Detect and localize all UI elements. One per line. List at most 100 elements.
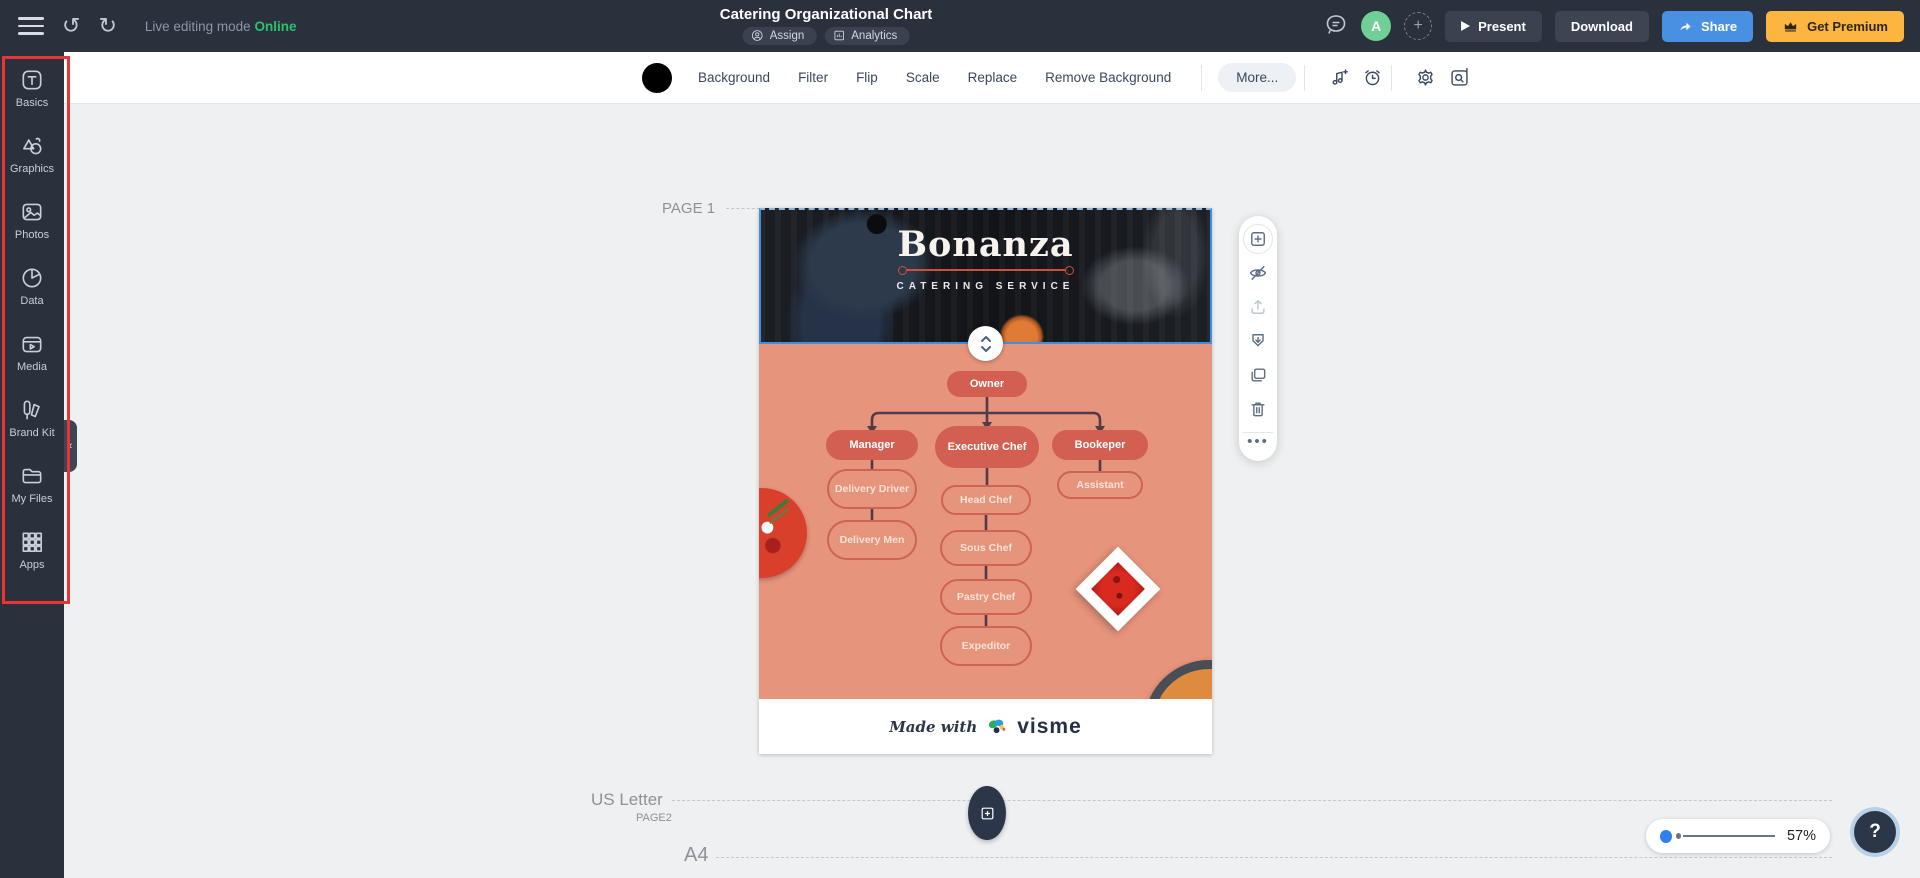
toolbar-filter[interactable]: Filter <box>798 70 829 85</box>
add-element-button[interactable] <box>1243 224 1273 254</box>
visme-logo-icon <box>989 719 1006 733</box>
delete-button[interactable] <box>1243 394 1273 424</box>
org-node-bookeper[interactable]: Bookeper <box>1052 430 1148 460</box>
add-page-button[interactable] <box>968 786 1006 840</box>
online-status: Online <box>254 18 297 34</box>
zoom-control: 57% <box>1646 819 1830 853</box>
upload-element-button[interactable] <box>1243 292 1273 322</box>
settings-button[interactable] <box>1408 61 1442 95</box>
banner-text-block: Bonanza CATERING SERVICE <box>759 224 1212 292</box>
add-collaborator-button[interactable]: + <box>1404 12 1433 40</box>
zoom-slider-track[interactable] <box>1682 835 1775 837</box>
zoom-percentage: 57% <box>1786 828 1816 844</box>
video-icon <box>22 336 42 353</box>
resize-chevrons-icon <box>980 335 991 352</box>
page1-label: PAGE 1 <box>662 200 716 217</box>
assign-button[interactable]: Assign <box>742 27 817 45</box>
comment-bubble-icon <box>1326 14 1346 34</box>
org-node-assistant[interactable]: Assistant <box>1057 471 1143 499</box>
org-node-manager[interactable]: Manager <box>826 430 918 460</box>
present-button[interactable]: Present <box>1445 10 1542 42</box>
toolbar-flip[interactable]: Flip <box>856 70 878 85</box>
made-with-label: Made with <box>889 717 978 736</box>
get-premium-button[interactable]: Get Premium <box>1766 10 1904 42</box>
toolbar-scale[interactable]: Scale <box>905 70 940 85</box>
zoom-slider-handle[interactable] <box>1660 829 1672 843</box>
timer-button[interactable] <box>1355 61 1389 95</box>
visme-wordmark: visme <box>1017 714 1082 738</box>
resize-handle[interactable] <box>968 326 1003 361</box>
eye-off-icon <box>1249 266 1267 280</box>
shapes-icon <box>23 137 42 155</box>
sidebar-item-brand-kit[interactable]: Brand Kit <box>0 390 64 456</box>
org-node-sous-chef[interactable]: Sous Chef <box>940 530 1032 566</box>
text-icon <box>22 70 42 90</box>
org-node-expeditor[interactable]: Expeditor <box>940 626 1032 666</box>
divider <box>1304 64 1306 91</box>
context-toolbar: Background Filter Flip Scale Replace Rem… <box>64 52 1920 104</box>
page-footer: Made with visme <box>759 699 1212 754</box>
trash-icon <box>1251 402 1265 417</box>
help-button[interactable]: ? <box>1854 811 1896 853</box>
pie-chart-icon <box>22 268 42 288</box>
org-node-delivery-driver[interactable]: Delivery Driver <box>827 469 917 509</box>
live-mode-status: Live editing mode Online <box>144 18 297 34</box>
sidebar-item-media[interactable]: Media <box>0 324 64 390</box>
preview-button[interactable] <box>1442 61 1476 95</box>
guide-line <box>726 208 760 209</box>
divider <box>1243 432 1273 433</box>
move-to-library-button[interactable] <box>1243 326 1273 356</box>
hide-element-button[interactable] <box>1243 258 1273 288</box>
redo-button[interactable]: ↻ <box>98 13 117 38</box>
share-button[interactable]: Share <box>1661 10 1754 42</box>
sidebar-item-apps[interactable]: Apps <box>0 522 64 588</box>
zoom-min-marker <box>1675 833 1681 839</box>
toolbar-remove-background[interactable]: Remove Background <box>1045 70 1172 85</box>
toolbar-background[interactable]: Background <box>698 70 771 85</box>
gear-icon <box>1417 69 1433 86</box>
page2-label: PAGE2 <box>636 812 672 824</box>
assign-person-icon <box>751 30 763 41</box>
duplicate-button[interactable] <box>1243 360 1273 390</box>
analytics-button[interactable]: Analytics <box>824 27 910 45</box>
animate-button[interactable] <box>1321 61 1355 95</box>
design-page[interactable]: Bonanza CATERING SERVICE <box>759 208 1212 754</box>
comments-button[interactable] <box>1324 12 1348 41</box>
sidebar-item-data[interactable]: Data <box>0 258 64 324</box>
sidebar-expand-handle[interactable]: ‹ <box>64 420 77 472</box>
undo-button[interactable]: ↺ <box>62 13 81 38</box>
org-node-owner[interactable]: Owner <box>947 371 1027 397</box>
org-chart-connectors <box>867 395 1105 628</box>
org-node-executive-chef[interactable]: Executive Chef <box>935 426 1039 468</box>
color-swatch[interactable] <box>642 62 672 93</box>
org-node-delivery-men[interactable]: Delivery Men <box>827 520 917 560</box>
sidebar-item-graphics[interactable]: Graphics <box>0 126 64 192</box>
sidebar-item-basics[interactable]: Basics <box>0 60 64 126</box>
editor-canvas[interactable]: PAGE 1 Bonanza CATERING SERVICE <box>64 104 1920 878</box>
duplicate-icon <box>1251 368 1266 382</box>
markers-icon <box>23 400 40 420</box>
sidebar-item-my-files[interactable]: My Files <box>0 456 64 522</box>
photo-icon <box>22 203 42 221</box>
avatar[interactable]: A <box>1361 11 1392 41</box>
org-chart-area[interactable]: Owner Manager Executive Chef Bookeper De… <box>759 342 1212 699</box>
org-node-pastry-chef[interactable]: Pastry Chef <box>940 579 1032 615</box>
divider <box>1201 64 1203 91</box>
us-letter-guide-line <box>672 800 1832 801</box>
banner-photo[interactable]: Bonanza CATERING SERVICE <box>759 208 1212 342</box>
a4-guide-line <box>716 857 1832 858</box>
upload-icon <box>1251 300 1265 314</box>
toolbar-more-button[interactable]: More... <box>1218 63 1297 92</box>
brand-divider <box>897 266 1074 275</box>
play-icon <box>1461 21 1471 31</box>
toolbar-replace[interactable]: Replace <box>967 70 1018 85</box>
org-node-head-chef[interactable]: Head Chef <box>941 485 1031 515</box>
download-button[interactable]: Download <box>1554 10 1649 42</box>
plus-square-icon <box>981 807 993 819</box>
menu-icon[interactable] <box>18 12 44 40</box>
sidebar-item-photos[interactable]: Photos <box>0 192 64 258</box>
document-title[interactable]: Catering Organizational Chart <box>719 6 933 23</box>
more-actions-button[interactable]: ••• <box>1247 433 1269 450</box>
folder-icon <box>22 468 42 484</box>
download-shape-icon <box>1252 334 1264 347</box>
